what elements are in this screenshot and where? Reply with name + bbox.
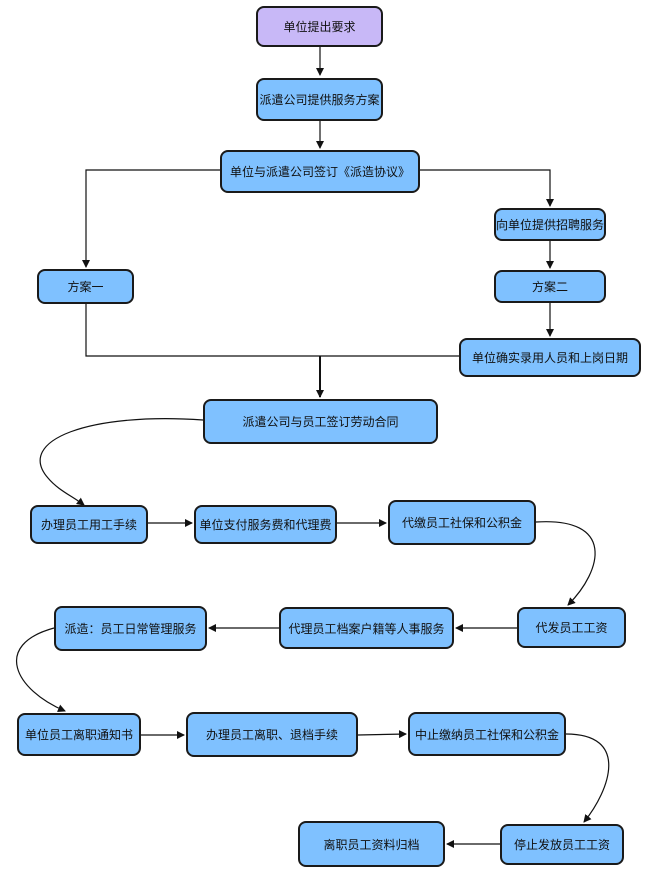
- node-pay-wages: 代发员工工资: [517, 607, 626, 648]
- node-dispatch-provide-plan: 派遣公司提供服务方案: [256, 78, 383, 121]
- node-pay-fees: 单位支付服务费和代理费: [194, 505, 337, 544]
- node-recruitment-service: 向单位提供招聘服务: [494, 208, 606, 241]
- node-personnel-services: 代理员工档案户籍等人事服务: [279, 607, 454, 649]
- node-sign-dispatch-agreement: 单位与派遣公司签订《派造协议》: [220, 150, 420, 193]
- node-stop-social-insurance: 中止缴纳员工社保和公积金: [408, 712, 566, 756]
- line-plan-one-merge: [85, 304, 320, 357]
- node-resignation-procedures: 办理员工离职、退档手续: [186, 712, 358, 757]
- arrow-agreement-to-plan-one: [82, 169, 220, 268]
- arrow-stop-insurance-to-stop-wages: [565, 733, 610, 823]
- node-sign-labor-contract: 派遣公司与员工签订劳动合同: [203, 399, 438, 444]
- node-resignation-notice: 单位员工离职通知书: [17, 713, 141, 756]
- node-unit-request: 单位提出要求: [256, 6, 383, 47]
- arrow-contract-to-employment: [39, 418, 204, 506]
- node-pay-social-insurance: 代缴员工社保和公积金: [388, 500, 536, 545]
- node-plan-two: 方案二: [494, 270, 606, 303]
- node-plan-one: 方案一: [37, 269, 134, 304]
- node-stop-wages: 停止发放员工工资: [500, 824, 624, 865]
- node-employment-procedures: 办理员工用工手续: [30, 505, 148, 544]
- node-archive-records: 离职员工资料归档: [298, 821, 445, 867]
- arrow-agreement-to-recruitment: [420, 169, 554, 207]
- arrow-insurance-to-wages: [535, 521, 596, 606]
- node-confirm-staff-date: 单位确实录用人员和上岗日期: [459, 338, 641, 377]
- arrow-resignation-to-stop-insurance: [357, 730, 407, 739]
- arrow-management-to-notice: [15, 627, 66, 712]
- node-daily-management: 派造：员工日常管理服务: [54, 606, 207, 651]
